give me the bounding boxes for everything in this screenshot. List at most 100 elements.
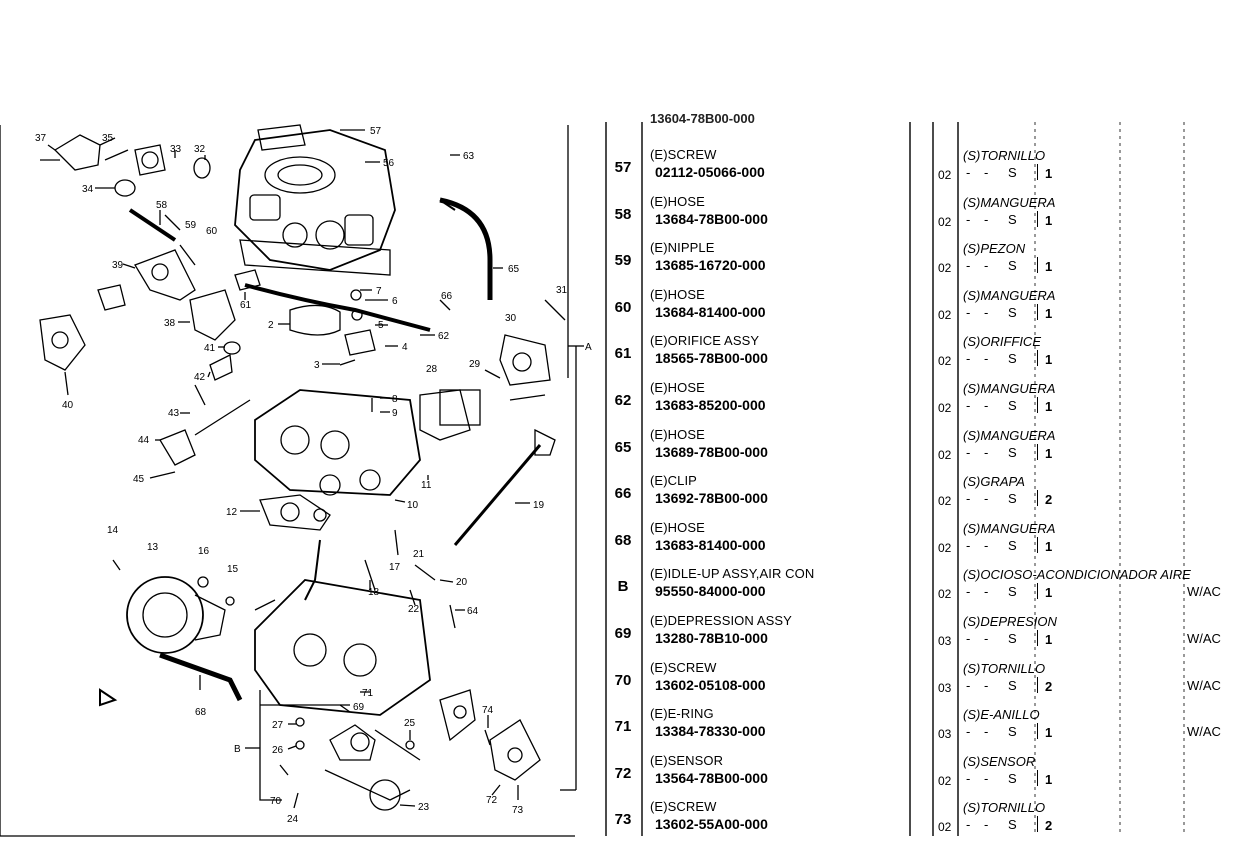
spec-column-1: - bbox=[966, 770, 971, 786]
spec-column-2: - bbox=[984, 677, 989, 693]
part-name-english: (E)ORIFICE ASSY bbox=[650, 333, 760, 349]
supply-flag: S bbox=[1008, 677, 1017, 693]
callout-61: 61 bbox=[240, 300, 252, 311]
part-name-english: (E)E-RING bbox=[650, 706, 714, 722]
callout-22: 22 bbox=[408, 604, 420, 615]
callout-5: 5 bbox=[378, 320, 384, 331]
part-name-english: (E)HOSE bbox=[650, 426, 705, 442]
quantity: 1 bbox=[1045, 352, 1053, 368]
part-number: 18565-78B00-000 bbox=[655, 350, 768, 367]
supply-flag: S bbox=[1008, 724, 1017, 740]
callout-14: 14 bbox=[107, 525, 119, 536]
callout-25: 25 bbox=[404, 718, 416, 729]
callout-41: 41 bbox=[204, 343, 216, 354]
part-name-english: (E)HOSE bbox=[650, 380, 705, 395]
part-number: 13685-16720-000 bbox=[655, 257, 766, 274]
quantity-code: 02 bbox=[938, 494, 952, 509]
quantity: 1 bbox=[1045, 259, 1053, 275]
callout-20: 20 bbox=[456, 577, 468, 588]
callout-73: 73 bbox=[512, 805, 524, 816]
part-name-spanish: (S)SENSOR bbox=[963, 753, 1036, 769]
callout-13: 13 bbox=[147, 542, 159, 553]
callout-65: 65 bbox=[508, 264, 520, 275]
part-name-english: (E)HOSE bbox=[650, 193, 705, 209]
quantity: 2 bbox=[1045, 678, 1053, 694]
quantity-separator bbox=[1037, 303, 1038, 320]
callout-45: 45 bbox=[133, 474, 145, 485]
quantity-code: 02 bbox=[938, 820, 952, 835]
supply-flag: S bbox=[1008, 444, 1017, 460]
quantity-code: 03 bbox=[938, 634, 952, 648]
supply-flag: S bbox=[1008, 770, 1017, 786]
quantity-separator bbox=[1037, 630, 1038, 646]
callout-32: 32 bbox=[194, 144, 206, 155]
callout-B: B bbox=[234, 744, 241, 755]
part-name-english: (E)SCREW bbox=[650, 659, 717, 675]
ref-number: 73 bbox=[614, 811, 632, 829]
remarks: W/AC bbox=[1187, 724, 1221, 740]
quantity-separator bbox=[1037, 443, 1038, 460]
spec-column-2: - bbox=[984, 211, 989, 227]
part-name-spanish: (S)OCIOSO-ACONDICIONADOR AIRE bbox=[963, 567, 1191, 583]
quantity-separator bbox=[1037, 350, 1038, 367]
spec-column-1: - bbox=[966, 584, 971, 600]
part-name-spanish: (S)PEZON bbox=[963, 241, 1026, 257]
callout-42: 42 bbox=[194, 372, 206, 383]
callout-11: 11 bbox=[421, 480, 432, 491]
part-number: 13602-05108-000 bbox=[655, 676, 766, 693]
callout-69: 69 bbox=[353, 702, 365, 713]
spec-column-2: - bbox=[984, 631, 989, 646]
callout-31: 31 bbox=[556, 285, 568, 296]
spec-column-2: - bbox=[984, 165, 989, 180]
ref-number: 70 bbox=[614, 671, 632, 689]
quantity-separator bbox=[1037, 210, 1038, 227]
callout-12: 12 bbox=[226, 507, 238, 518]
callout-A: A bbox=[585, 342, 592, 353]
callout-59: 59 bbox=[185, 220, 197, 231]
callout-28: 28 bbox=[426, 364, 438, 375]
spec-column-1: - bbox=[966, 631, 971, 646]
spec-column-2: - bbox=[984, 351, 989, 367]
callout-29: 29 bbox=[469, 359, 481, 370]
part-name-spanish: (S)DEPRESION bbox=[963, 614, 1057, 629]
quantity-code: 02 bbox=[938, 168, 952, 182]
part-name-english: (E)NIPPLE bbox=[650, 240, 715, 256]
callout-9: 9 bbox=[392, 408, 398, 419]
supply-flag: S bbox=[1008, 584, 1017, 600]
quantity: 1 bbox=[1045, 771, 1053, 787]
supply-flag: S bbox=[1008, 211, 1017, 227]
ref-number: 66 bbox=[614, 485, 632, 503]
part-name-spanish: (S)MANGUERA bbox=[963, 287, 1056, 303]
spec-column-1: - bbox=[966, 258, 971, 274]
part-name-spanish: (S)E-ANILLO bbox=[963, 707, 1040, 723]
ref-number: 57 bbox=[614, 159, 632, 176]
callout-37: 37 bbox=[35, 133, 47, 144]
part-number: 95550-84000-000 bbox=[655, 583, 766, 600]
callout-17: 17 bbox=[389, 562, 401, 573]
callout-15: 15 bbox=[227, 564, 239, 575]
spec-column-1: - bbox=[966, 491, 971, 507]
supply-flag: S bbox=[1008, 398, 1017, 413]
callout-26: 26 bbox=[272, 745, 284, 756]
spec-column-1: - bbox=[966, 817, 971, 833]
spec-column-1: - bbox=[966, 398, 971, 413]
quantity: 2 bbox=[1045, 492, 1053, 508]
quantity-separator bbox=[1037, 816, 1038, 833]
callout-72: 72 bbox=[486, 795, 498, 806]
quantity: 1 bbox=[1045, 399, 1053, 414]
spec-column-2: - bbox=[984, 537, 989, 553]
part-name-spanish: (S)TORNILLO bbox=[963, 148, 1046, 163]
spec-column-1: - bbox=[966, 211, 971, 227]
callout-2: 2 bbox=[268, 320, 274, 331]
supply-flag: S bbox=[1008, 537, 1017, 553]
callout-60: 60 bbox=[206, 226, 218, 237]
quantity-code: 02 bbox=[938, 261, 952, 276]
callout-4: 4 bbox=[402, 342, 408, 353]
part-name-spanish: (S)MANGUERA bbox=[963, 381, 1056, 396]
spec-column-2: - bbox=[984, 444, 989, 460]
